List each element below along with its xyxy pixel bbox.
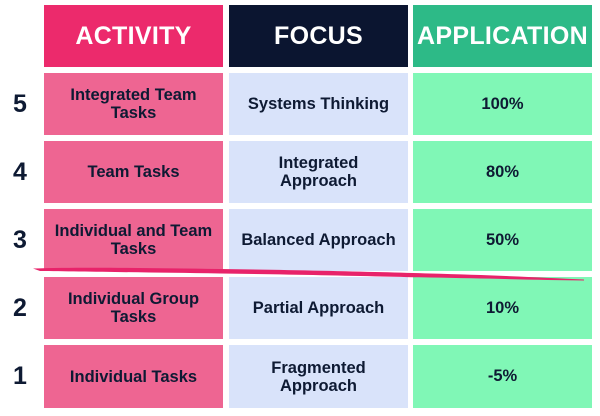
focus-cell: Fragmented Approach xyxy=(229,345,408,408)
application-cell: -5% xyxy=(413,345,592,408)
focus-cell: Systems Thinking xyxy=(229,73,408,135)
header-activity: ACTIVITY xyxy=(44,5,223,67)
activity-cell: Individual Group Tasks xyxy=(44,277,223,339)
activity-cell: Individual and Team Tasks xyxy=(44,209,223,271)
level-number: 4 xyxy=(13,157,27,186)
level-number: 3 xyxy=(13,225,27,254)
activity-cell: Team Tasks xyxy=(44,141,223,203)
focus-cell: Balanced Approach xyxy=(229,209,408,271)
application-cell: 80% xyxy=(413,141,592,203)
header-application: APPLICATION xyxy=(413,5,592,67)
focus-cell: Integrated Approach xyxy=(229,141,408,203)
activity-cell: Integrated Team Tasks xyxy=(44,73,223,135)
level-number: 5 xyxy=(13,89,27,118)
header-focus: FOCUS xyxy=(229,5,408,67)
activity-cell: Individual Tasks xyxy=(44,345,223,408)
application-cell: 10% xyxy=(413,277,592,339)
level-number: 2 xyxy=(13,293,27,322)
focus-cell: Partial Approach xyxy=(229,277,408,339)
application-cell: 100% xyxy=(413,73,592,135)
level-number: 1 xyxy=(13,362,27,390)
application-cell: 50% xyxy=(413,209,592,271)
